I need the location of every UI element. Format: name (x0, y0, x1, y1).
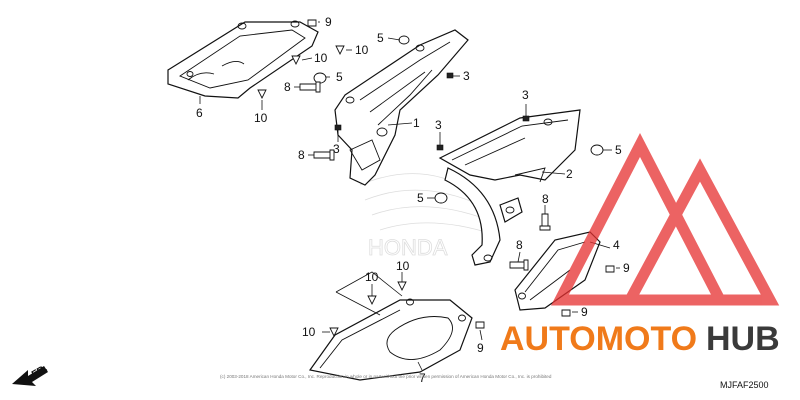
clip-10c (335, 45, 345, 56)
reference-code: MJFAF2500 (720, 380, 769, 390)
part-1-bracket (334, 29, 469, 186)
nut-3d (334, 124, 342, 131)
callout-6: 6 (196, 106, 203, 120)
callout-10b: 10 (314, 51, 328, 65)
callout-10d: 10 (365, 270, 379, 284)
part-2-stay (444, 167, 523, 266)
callout-8c: 8 (542, 192, 549, 206)
watermark-triangle-right (620, 158, 780, 306)
screw-9d (475, 321, 485, 329)
watermark-hub-text: HUB (706, 320, 780, 358)
nut-3a (446, 72, 454, 79)
clip-10b (291, 55, 301, 66)
grommet-5b (313, 72, 327, 84)
background-brand-mark: HONDA (359, 173, 493, 260)
clip-10f (329, 327, 339, 338)
callout-8b: 8 (298, 148, 305, 162)
callout-3c: 3 (435, 118, 442, 132)
background-brand-text: HONDA (368, 235, 448, 260)
callout-5a: 5 (377, 31, 384, 45)
nut-3b (522, 115, 530, 122)
callout-7: 7 (419, 371, 426, 385)
screw-9c (561, 309, 571, 317)
fasteners (257, 19, 615, 338)
copyright-text: (c) 2003-2018 American Honda Motor Co., … (220, 374, 552, 379)
callout-2: 2 (566, 167, 573, 181)
callout-8a: 8 (284, 80, 291, 94)
front-label: FR. (30, 363, 50, 381)
front-arrow-icon (12, 366, 48, 386)
bolt-8a (299, 81, 321, 93)
clip-10a (257, 89, 267, 100)
clip-10e (397, 281, 407, 292)
callout-3b: 3 (522, 88, 529, 102)
callout-5d: 5 (615, 143, 622, 157)
callout-10a: 10 (254, 111, 268, 125)
screw-9a (307, 19, 317, 27)
callout-labels: 1 2 3 3 3 3 4 5 5 5 5 6 7 8 8 8 8 9 9 9 … (196, 15, 630, 385)
bolt-8b (313, 149, 335, 161)
bolt-8d (509, 259, 529, 271)
grommet-5a (398, 35, 410, 45)
callout-10c: 10 (355, 43, 369, 57)
watermark-text: AUTOMOTO HUB (500, 320, 780, 358)
part-2-side-cover (438, 109, 581, 183)
callout-10e: 10 (396, 259, 410, 273)
callout-8d: 8 (516, 238, 523, 252)
callout-10f: 10 (302, 325, 316, 339)
callout-4: 4 (613, 238, 620, 252)
callout-9b: 9 (623, 261, 630, 275)
callout-5b: 5 (336, 70, 343, 84)
nut-3c (436, 144, 444, 151)
callout-3d: 3 (333, 142, 340, 156)
callout-1: 1 (413, 116, 420, 130)
watermark-auto-text: AUTOMOTO (500, 320, 697, 358)
part-7-lower-cover (308, 298, 473, 381)
callout-5c: 5 (417, 191, 424, 205)
part-6-upper-cover (167, 20, 319, 99)
clip-10d (367, 295, 377, 306)
grommet-5d (590, 144, 604, 156)
callout-9c: 9 (581, 305, 588, 319)
callout-9d: 9 (477, 341, 484, 355)
callout-3a: 3 (463, 69, 470, 83)
front-direction-indicator: FR. (12, 363, 50, 386)
grommet-5c (434, 192, 448, 204)
watermark-logo (550, 133, 780, 306)
part-4-small-cover (514, 231, 601, 311)
bolt-8c (539, 213, 551, 231)
screw-9b (605, 265, 615, 273)
callout-9a: 9 (325, 15, 332, 29)
